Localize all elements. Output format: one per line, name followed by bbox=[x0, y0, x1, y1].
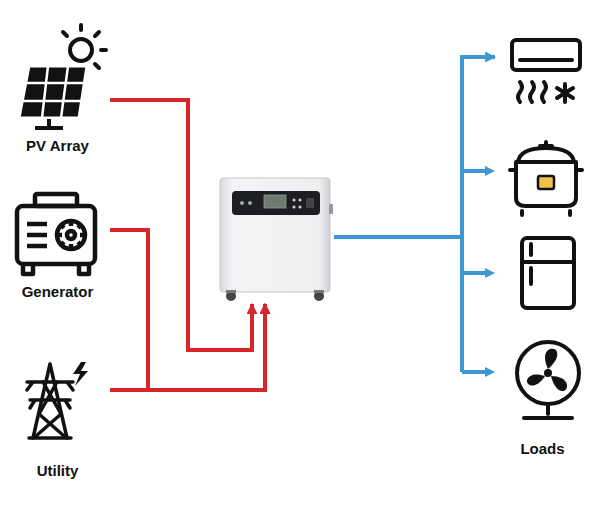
solar-panel-icon bbox=[5, 20, 110, 132]
power-connector bbox=[110, 304, 265, 390]
power-connector bbox=[334, 57, 495, 237]
arrow-head bbox=[485, 166, 495, 176]
node-label: PV Array bbox=[5, 137, 110, 155]
node-label: Generator bbox=[5, 283, 110, 301]
generator-icon bbox=[5, 188, 110, 280]
inverter-node bbox=[218, 176, 334, 304]
node-label: Utility bbox=[5, 462, 110, 480]
inverter-cabinet bbox=[218, 176, 334, 304]
node-label: Loads bbox=[495, 440, 590, 458]
branch-line bbox=[462, 271, 488, 275]
source-node: Utility bbox=[5, 358, 110, 480]
arrow-head bbox=[485, 268, 495, 278]
bus-line bbox=[460, 57, 464, 372]
load-icons bbox=[495, 30, 590, 440]
arrow-head bbox=[485, 367, 495, 377]
utility-tower-icon bbox=[5, 358, 110, 448]
source-node: Generator bbox=[5, 188, 110, 301]
branch-line bbox=[462, 370, 488, 374]
branch-line bbox=[462, 169, 488, 173]
source-node: PV Array bbox=[5, 20, 110, 155]
loads-group: Loads bbox=[495, 30, 590, 458]
